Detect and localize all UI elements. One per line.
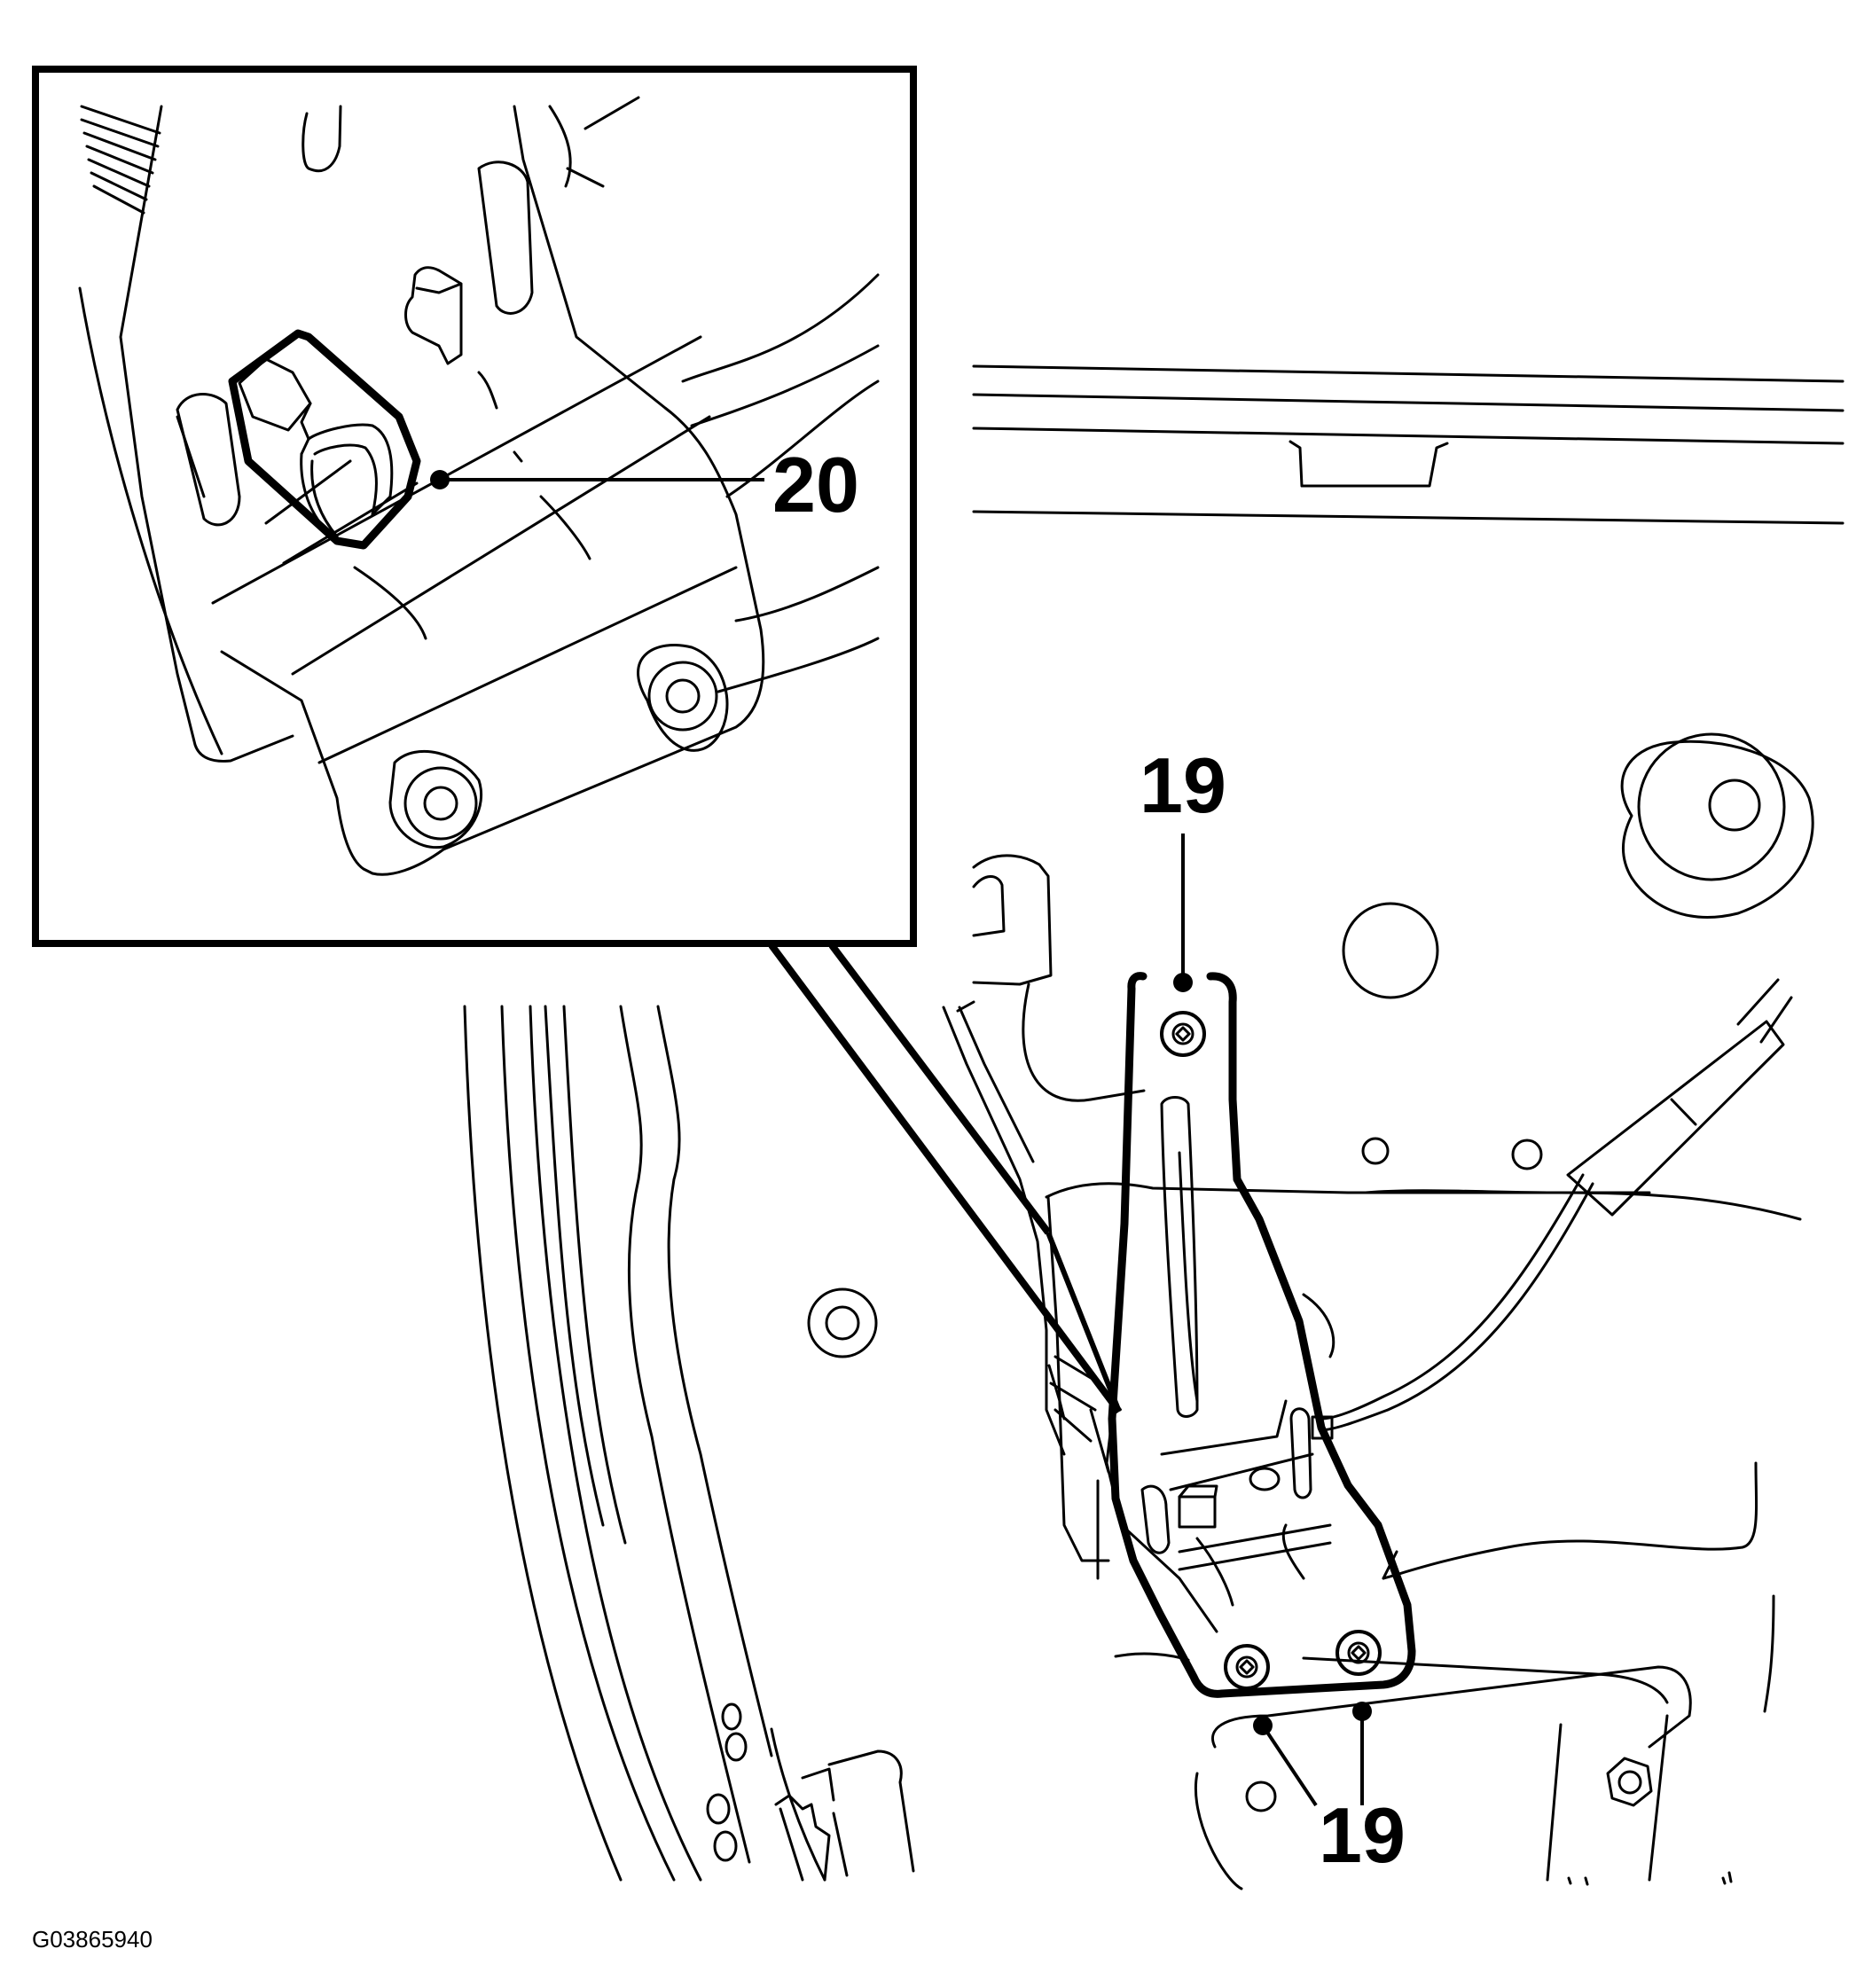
regulator-frame <box>942 1006 1110 1580</box>
channel-clips <box>706 1702 915 1882</box>
inset-leader-left <box>768 943 1123 1414</box>
window-channel <box>463 1005 826 1882</box>
hole-small-2 <box>1511 1139 1543 1170</box>
callout-20: 20 <box>430 441 859 528</box>
callout-19-bottom-label: 19 <box>1319 1791 1406 1879</box>
part-20-connector <box>228 329 421 550</box>
window-rail <box>972 364 1845 525</box>
inset-bracket <box>78 96 880 876</box>
inset-view <box>32 66 1123 1414</box>
grommet-small <box>807 1288 878 1358</box>
inset-frame <box>32 66 917 947</box>
window-cable <box>1311 978 1793 1440</box>
grommet-large <box>1620 732 1814 919</box>
inset-bolt-right <box>637 644 729 752</box>
main-view <box>463 364 1845 1890</box>
door-panel <box>956 854 1802 1713</box>
bolt-top <box>1160 1011 1206 1057</box>
callout-19-top-label: 19 <box>1140 741 1226 829</box>
hole-small-1 <box>1361 1137 1390 1165</box>
callout-19-bottom: 19 <box>1253 1702 1406 1879</box>
callout-20-label: 20 <box>772 441 859 528</box>
callout-19-top-dot <box>1173 973 1193 992</box>
callout-19-bottom-leader-left <box>1261 1724 1318 1807</box>
inset-leader-right <box>828 943 1052 1235</box>
inset-bolt-left <box>388 749 483 849</box>
lower-plate <box>1194 1665 1733 1890</box>
access-hole <box>1342 902 1439 999</box>
bolt-bottom-right <box>1335 1630 1382 1676</box>
bolt-bottom-left <box>1224 1644 1270 1690</box>
figure-id: G03865940 <box>32 1926 153 1953</box>
callout-19-top: 19 <box>1140 741 1226 992</box>
regulator-bracket <box>1105 972 1416 1698</box>
